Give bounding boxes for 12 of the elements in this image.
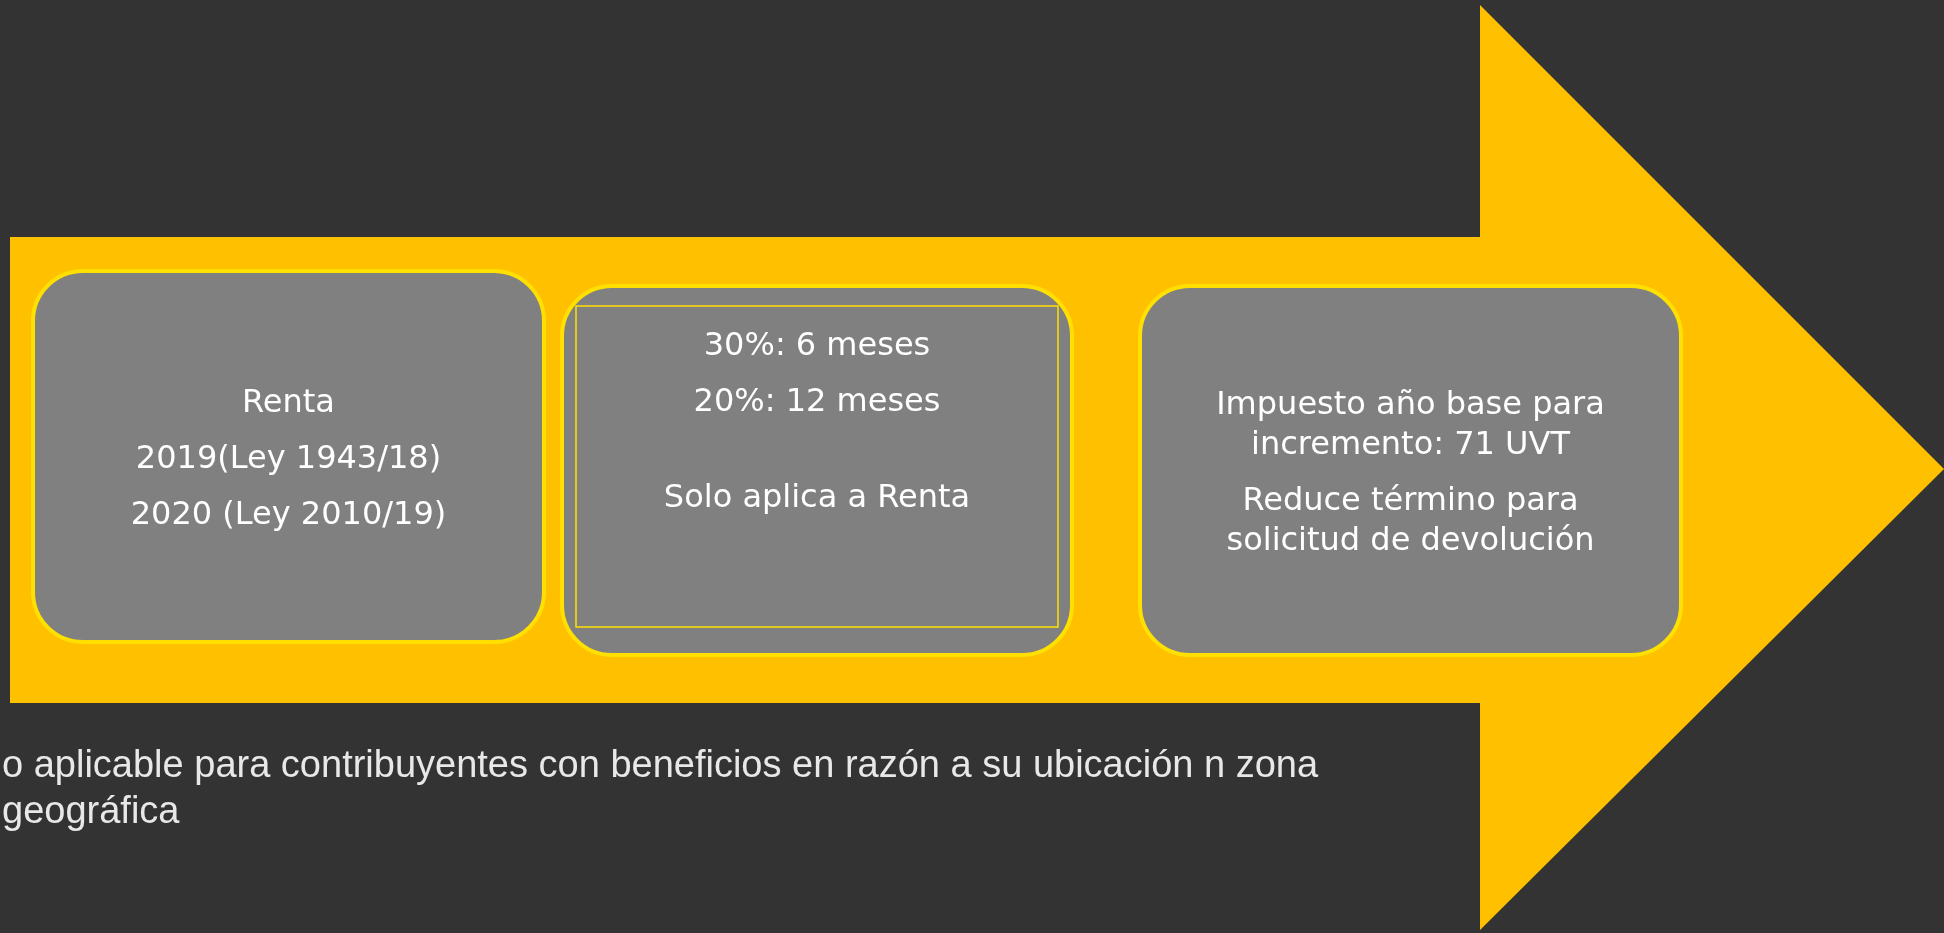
box-text: 2020 (Ley 2010/19): [130, 492, 447, 533]
box-text: Solo aplica a Renta: [663, 476, 971, 516]
rounded-box: [560, 284, 1074, 657]
note-text: o aplicable para contribuyentes con beneficios en razón a su ubicación n zona geográfica: [2, 742, 1320, 833]
rounded-box: [1138, 284, 1683, 657]
box-text: Renta: [242, 380, 335, 421]
rounded-box: [31, 269, 546, 644]
box-text: 30%: 6 meses: [703, 324, 931, 364]
box-text: 20%: 12 meses: [693, 380, 941, 420]
box-text: Reduce término para solicitud de devolución: [1225, 478, 1596, 559]
box-text: 2019(Ley 1943/18): [135, 436, 442, 477]
box-text: Impuesto año base para incremento: 71 UVT: [1215, 382, 1606, 463]
